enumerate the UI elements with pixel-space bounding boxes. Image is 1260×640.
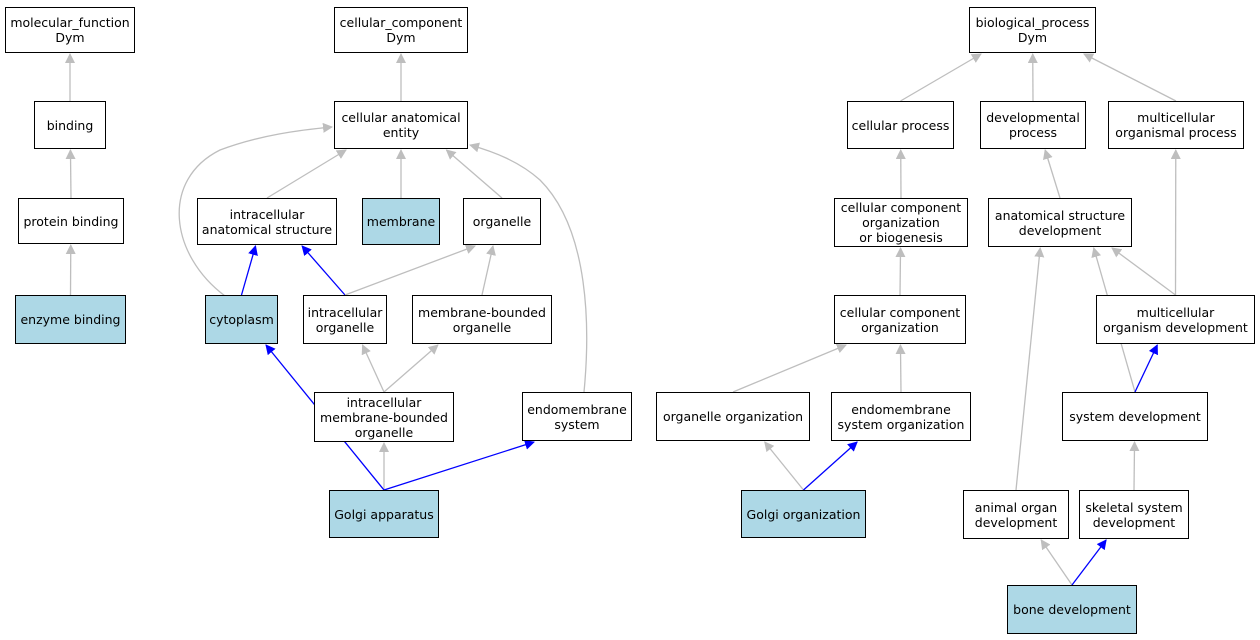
term-node-animal-organ-development[interactable]: animal organ development: [963, 490, 1069, 539]
term-label: cellular_component Dym: [339, 15, 463, 45]
term-label: developmental process: [986, 110, 1080, 140]
edge-system-development-to-multicellular-organism-development: [1134, 344, 1158, 393]
term-label: cellular component organization: [839, 304, 961, 335]
term-node-multicellular-organismal-process[interactable]: multicellular organismal process: [1108, 101, 1244, 149]
term-node-membrane-bounded-organelle[interactable]: membrane-bounded organelle: [412, 295, 552, 344]
edge-endomembrane-system-to-cellular-anatomical-entity: [469, 142, 588, 393]
term-node-intracellular-organelle[interactable]: intracellular organelle: [303, 295, 387, 344]
term-label: cellular anatomical entity: [341, 110, 461, 140]
edge-cytoplasm-to-intracellular-anatomical-structure: [240, 245, 258, 296]
edge-multicellular-organismal-process-to-biological-process: [1083, 53, 1177, 102]
term-node-binding[interactable]: binding: [34, 101, 106, 149]
edge-intracellular-organelle-to-intracellular-anatomical-structure: [301, 245, 346, 296]
term-node-intracellular-membrane-bounded-organelle[interactable]: intracellular membrane-bounded organelle: [314, 392, 454, 442]
edge-intracellular-membrane-bounded-organelle-to-membrane-bounded-organelle: [383, 344, 439, 393]
edge-multicellular-organism-development-to-anatomical-structure-development: [1111, 247, 1176, 296]
term-label: intracellular anatomical structure: [201, 206, 333, 237]
term-label: enzyme binding: [20, 312, 121, 327]
term-node-cellular-component-organization-or-biogenesis[interactable]: cellular component organization or bioge…: [834, 198, 968, 247]
term-label: membrane-bounded organelle: [418, 304, 546, 335]
edge-protein-binding-to-binding: [65, 149, 76, 199]
term-label: Golgi organization: [746, 506, 861, 522]
edge-anatomical-structure-development-to-developmental-process: [1043, 149, 1061, 199]
term-label: skeletal system development: [1085, 499, 1183, 530]
term-node-biological-process[interactable]: biological_process Dym: [969, 7, 1096, 53]
edge-cytoplasm-to-cellular-anatomical-entity: [178, 122, 333, 297]
term-node-bone-development[interactable]: bone development: [1007, 585, 1137, 634]
term-label: multicellular organismal process: [1115, 110, 1237, 140]
term-label: endomembrane system: [527, 401, 627, 432]
term-label: animal organ development: [974, 499, 1058, 530]
edge-bone-development-to-animal-organ-development: [1040, 539, 1073, 586]
term-label: system development: [1069, 409, 1201, 424]
term-node-membrane[interactable]: membrane: [362, 198, 440, 245]
term-node-molecular-function[interactable]: molecular_function Dym: [5, 7, 135, 53]
term-label: bone development: [1013, 602, 1131, 617]
term-node-developmental-process[interactable]: developmental process: [980, 101, 1086, 149]
term-label: cellular component organization or bioge…: [840, 200, 962, 245]
term-label: organelle organization: [662, 409, 804, 424]
term-label: biological_process Dym: [975, 15, 1090, 45]
term-label: endomembrane system organization: [837, 401, 965, 432]
term-label: intracellular organelle: [307, 304, 383, 335]
term-node-anatomical-structure-development[interactable]: anatomical structure development: [988, 198, 1132, 247]
term-node-cytoplasm[interactable]: cytoplasm: [205, 295, 278, 344]
term-node-cellular-component-organization[interactable]: cellular component organization: [834, 295, 966, 344]
edge-endomembrane-system-organization-to-cellular-component-organization: [895, 344, 906, 393]
term-node-golgi-organization[interactable]: Golgi organization: [741, 490, 866, 538]
term-node-cellular-component[interactable]: cellular_component Dym: [334, 7, 468, 53]
edge-bone-development-to-skeletal-system-development: [1071, 539, 1107, 586]
term-node-protein-binding[interactable]: protein binding: [18, 198, 124, 244]
term-label: molecular_function Dym: [10, 15, 130, 45]
term-node-golgi-apparatus[interactable]: Golgi apparatus: [329, 490, 439, 538]
term-node-cellular-process[interactable]: cellular process: [847, 101, 954, 149]
edge-cellular-process-to-biological-process: [900, 53, 982, 102]
edge-golgi-organization-to-endomembrane-system-organization: [803, 441, 858, 491]
term-node-endomembrane-system-organization[interactable]: endomembrane system organization: [831, 392, 971, 441]
term-label: organelle: [472, 214, 532, 229]
edge-intracellular-anatomical-structure-to-cellular-anatomical-entity: [266, 149, 347, 199]
edge-skeletal-system-development-to-system-development: [1129, 441, 1140, 491]
term-label: protein binding: [23, 213, 119, 229]
term-label: multicellular organism development: [1103, 304, 1248, 335]
term-node-skeletal-system-development[interactable]: skeletal system development: [1079, 490, 1189, 539]
term-node-endomembrane-system[interactable]: endomembrane system: [522, 392, 632, 441]
term-node-multicellular-organism-development[interactable]: multicellular organism development: [1096, 295, 1255, 344]
edge-golgi-apparatus-to-endomembrane-system: [383, 439, 535, 491]
edge-golgi-organization-to-organelle-organization: [764, 441, 805, 491]
edge-cellular-component-organization-to-cellular-component-organization-or-biogenesis: [895, 247, 906, 296]
term-node-cellular-anatomical-entity[interactable]: cellular anatomical entity: [334, 101, 468, 149]
edge-animal-organ-development-to-anatomical-structure-development: [1015, 247, 1045, 491]
term-label: anatomical structure development: [994, 207, 1126, 238]
term-label: binding: [46, 117, 94, 133]
edge-intracellular-organelle-to-organelle: [344, 244, 476, 296]
term-label: Golgi apparatus: [334, 506, 434, 522]
term-node-intracellular-anatomical-structure[interactable]: intracellular anatomical structure: [197, 198, 337, 245]
term-node-enzyme-binding[interactable]: enzyme binding: [15, 295, 126, 344]
term-label: intracellular membrane-bounded organelle: [320, 394, 448, 440]
term-node-organelle[interactable]: organelle: [463, 198, 541, 245]
edge-membrane-bounded-organelle-to-organelle: [481, 245, 496, 296]
edge-organelle-to-cellular-anatomical-entity: [445, 149, 503, 199]
term-label: cellular process: [851, 117, 950, 133]
edge-organelle-organization-to-cellular-component-organization: [732, 343, 847, 393]
edge-intracellular-membrane-bounded-organelle-to-intracellular-organelle: [361, 344, 385, 393]
term-node-organelle-organization[interactable]: organelle organization: [656, 392, 810, 441]
term-label: cytoplasm: [209, 312, 274, 327]
term-node-system-development[interactable]: system development: [1062, 392, 1208, 441]
term-label: membrane: [366, 214, 436, 229]
